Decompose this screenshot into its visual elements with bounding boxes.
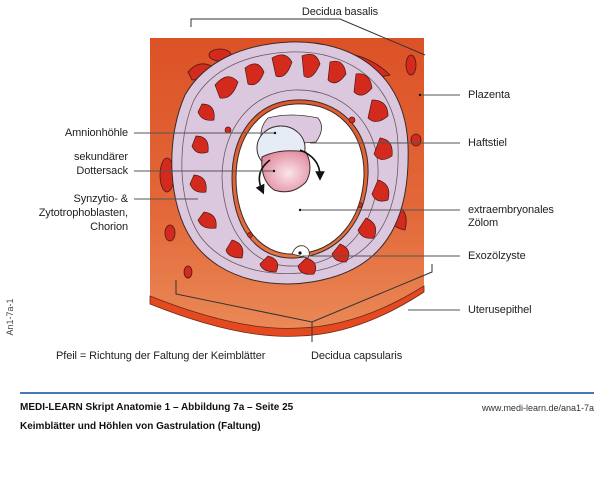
decidua-capsularis-bracket: [175, 264, 433, 342]
decidua-basalis-bracket: [190, 18, 426, 56]
figure-code: An1-7a-1: [5, 298, 15, 336]
label-trophoblast-2: Zytotrophoblasten,: [38, 207, 128, 219]
label-haftstiel: Haftstiel: [468, 137, 507, 149]
folding-arrow-right: [299, 149, 325, 181]
uterus-epithelium: [149, 285, 425, 337]
label-trophoblast-3: Chorion: [90, 221, 128, 233]
folding-arrow-left: [255, 159, 271, 195]
label-dottersack-1: sekundärer: [73, 151, 128, 163]
label-decidua-basalis: Decidua basalis: [301, 6, 379, 18]
label-zoelom-1: extraembryonales: [468, 204, 554, 216]
label-trophoblast-1: Synzytio- &: [73, 193, 128, 205]
yolk-sac: [261, 150, 311, 193]
label-uterusepithel: Uterusepithel: [468, 304, 532, 316]
footer-divider: [20, 392, 594, 394]
footer-title: MEDI-LEARN Skript Anatomie 1 – Abbildung…: [20, 402, 294, 413]
leader-lines: [134, 94, 460, 311]
leader-dots: [272, 93, 422, 212]
label-plazenta: Plazenta: [468, 89, 511, 101]
chorion-villi: [181, 51, 399, 275]
chorion-lacunae: [189, 53, 393, 275]
label-zoelom-2: Zölom: [468, 217, 499, 229]
label-exozoelzyste: Exozölzyste: [468, 250, 526, 262]
footer-url[interactable]: www.medi-learn.de/ana1-7a: [481, 403, 594, 413]
gastrulation-diagram: [134, 18, 460, 342]
footer-subtitle: Keimblätter und Höhlen von Gastrulation …: [20, 421, 261, 432]
label-dottersack-2: Dottersack: [76, 165, 128, 177]
label-amnionhoehle: Amnionhöhle: [64, 127, 128, 139]
label-decidua-capsularis: Decidua capsularis: [311, 350, 403, 362]
legend-arrow-meaning: Pfeil = Richtung der Faltung der Keimblä…: [56, 350, 266, 362]
